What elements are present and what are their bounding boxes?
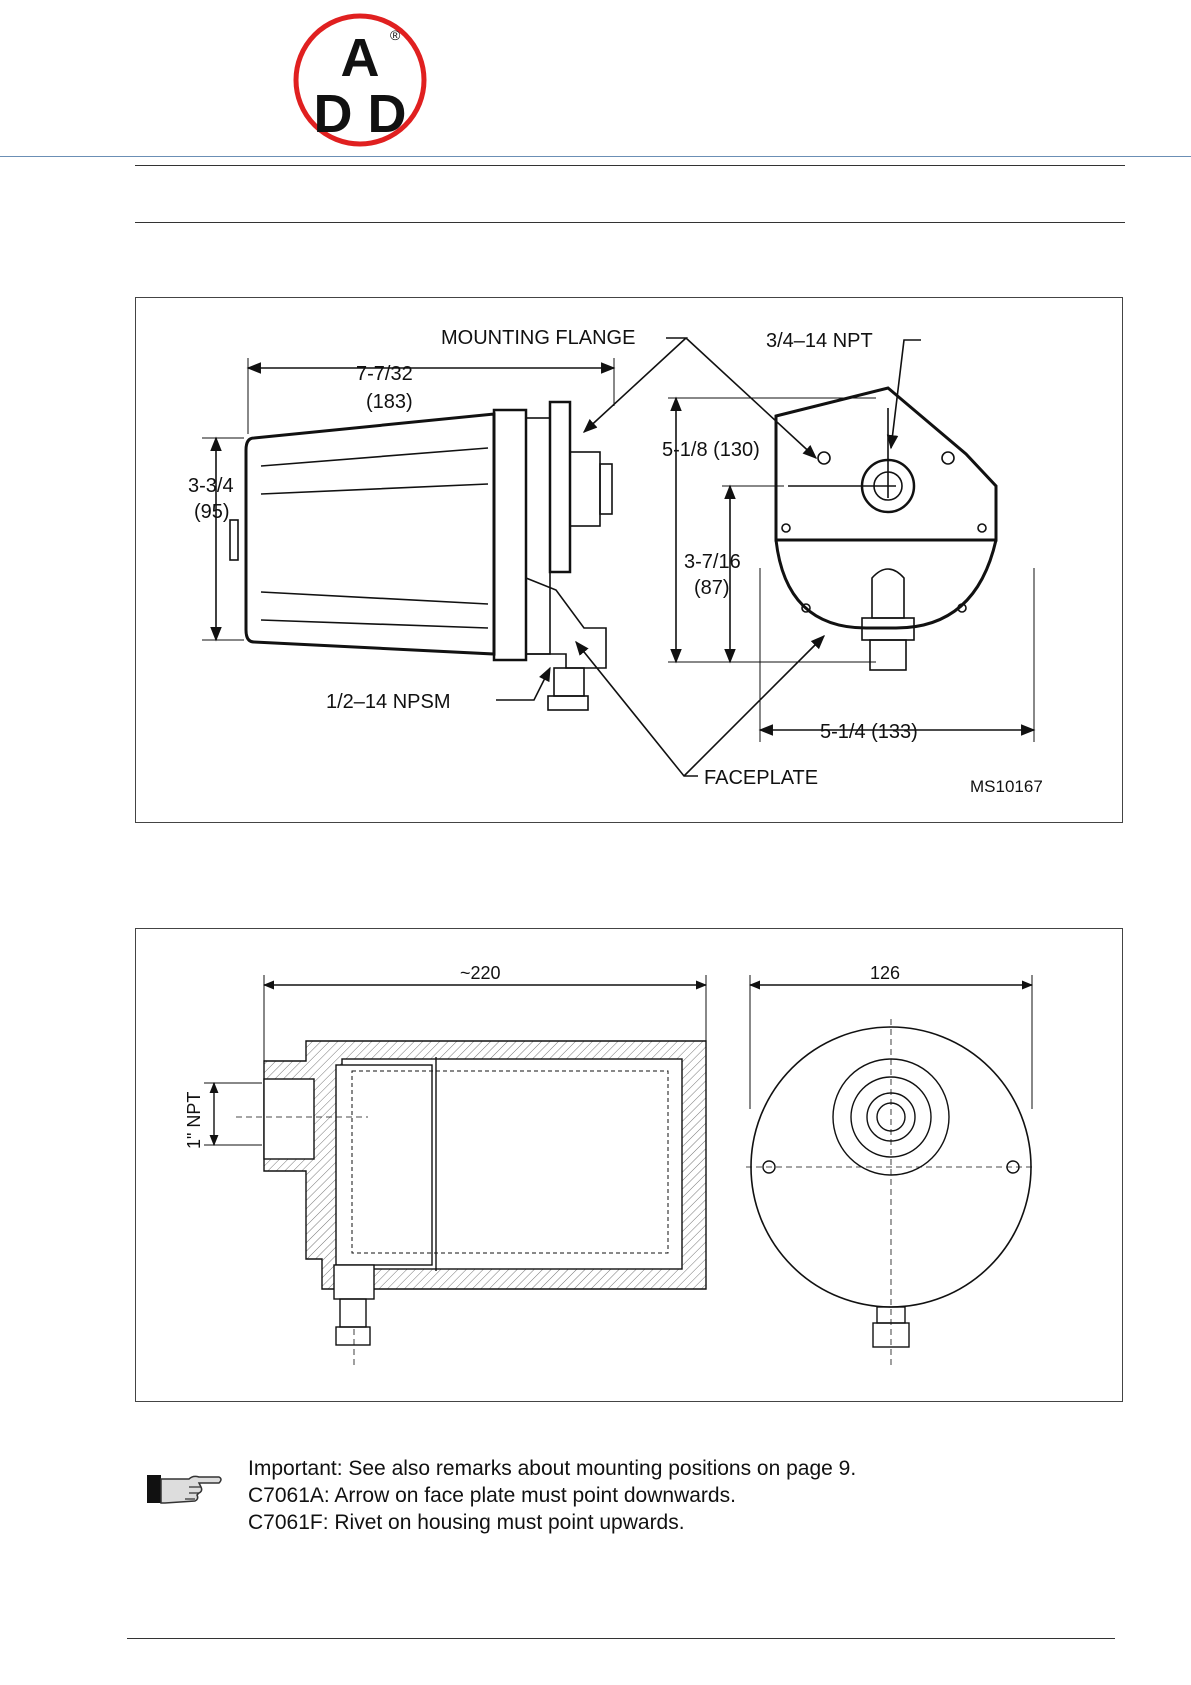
label-npt: 1" NPT: [184, 1092, 204, 1149]
svg-text:D D: D D: [314, 84, 407, 144]
company-logo: A D D ®: [290, 10, 430, 150]
header-rule: [0, 156, 1191, 157]
figure-c7061f-dimensions: ~220 126 1" NPT: [135, 928, 1123, 1402]
label-length-in: 7-7/32: [356, 363, 413, 385]
section-view-drawing: [236, 1041, 706, 1369]
figure-c7061a-dimensions: MOUNTING FLANGE 3/4–14 NPT 7-7/32 (183) …: [135, 297, 1123, 823]
note-line-1: Important: See also remarks about mounti…: [248, 1455, 856, 1482]
front-view-drawing: [776, 388, 996, 670]
label-npsm: 1/2–14 NPSM: [326, 691, 451, 713]
important-note: Important: See also remarks about mounti…: [145, 1455, 1095, 1555]
label-face-mid-in: 3-7/16: [684, 551, 741, 573]
section-rule-top: [135, 165, 1125, 166]
label-faceplate: FACEPLATE: [704, 767, 818, 789]
svg-text:A: A: [341, 28, 380, 88]
label-length-mm: (183): [366, 391, 413, 413]
circular-front-view-drawing: [746, 1019, 1036, 1369]
side-view-drawing: [230, 402, 612, 710]
svg-text:®: ®: [390, 27, 401, 43]
label-face-height: 5-1/8 (130): [662, 439, 760, 461]
note-line-2: C7061A: Arrow on face plate must point d…: [248, 1482, 856, 1509]
pointing-hand-icon: [145, 1469, 225, 1509]
note-line-3: C7061F: Rivet on housing must point upwa…: [248, 1509, 856, 1536]
label-figure-code: MS10167: [970, 777, 1043, 796]
label-length: ~220: [460, 963, 501, 983]
label-width: 5-1/4 (133): [820, 721, 918, 743]
label-height-in: 3-3/4: [188, 475, 234, 497]
note-text: Important: See also remarks about mounti…: [248, 1455, 856, 1536]
footer-rule: [127, 1638, 1115, 1639]
label-npt-top: 3/4–14 NPT: [766, 330, 873, 352]
label-diameter: 126: [870, 963, 900, 983]
section-rule-bottom: [135, 222, 1125, 223]
label-mounting-flange: MOUNTING FLANGE: [441, 327, 635, 349]
label-face-mid-mm: (87): [694, 577, 730, 599]
label-height-mm: (95): [194, 501, 230, 523]
